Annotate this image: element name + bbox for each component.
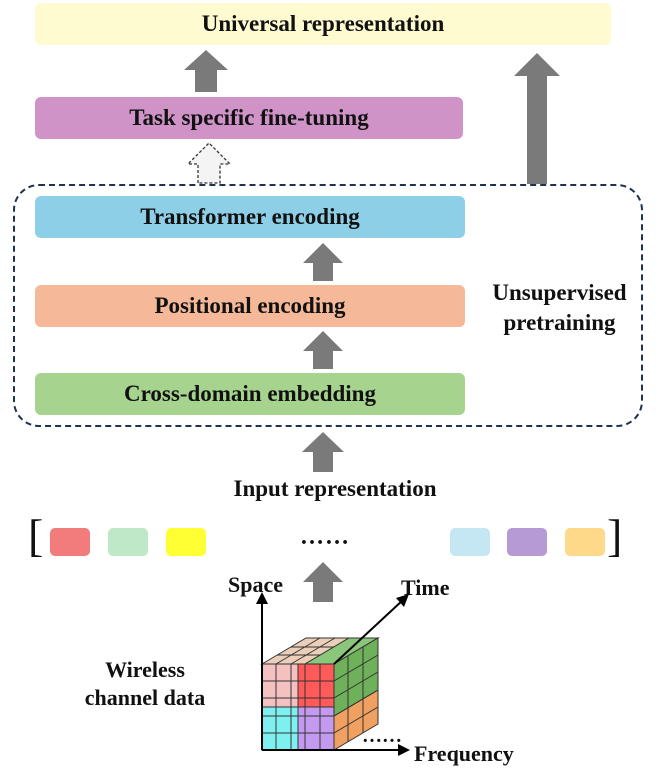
space-axis-label: Space	[228, 572, 283, 597]
frequency-axis-label: Frequency	[414, 741, 514, 766]
cross-domain-embedding-label: Cross-domain embedding	[124, 381, 376, 406]
channel-data-cube	[260, 637, 380, 751]
task-finetuning-box: Task specific fine-tuning	[35, 97, 463, 139]
wireless-label-line1: Wireless	[105, 657, 185, 682]
token-5	[507, 528, 547, 556]
frequency-ellipsis: ……	[362, 725, 402, 747]
cross-domain-embedding-box: Cross-domain embedding	[35, 373, 465, 415]
task-finetuning-label: Task specific fine-tuning	[129, 105, 369, 130]
time-axis-label: Time	[401, 575, 450, 600]
open-bracket: [	[28, 510, 44, 561]
close-bracket: ]	[607, 510, 623, 561]
cube-axes	[261, 599, 404, 751]
arrow-finetune-to-universal	[184, 50, 228, 92]
space-axis-arrowhead	[256, 592, 268, 604]
transformer-encoding-label: Transformer encoding	[140, 204, 360, 229]
input-representation-label: Input representation	[233, 476, 437, 501]
universal-representation-box: Universal representation	[35, 3, 611, 45]
positional-encoding-label: Positional encoding	[154, 293, 346, 318]
time-axis-line	[333, 599, 404, 665]
token-1	[50, 528, 90, 556]
time-axis-arrowhead	[396, 594, 409, 607]
wireless-channel-data-label: Wireless channel data	[55, 656, 235, 712]
token-2	[108, 528, 148, 556]
token-4	[450, 528, 490, 556]
pretraining-label-line1: Unsupervised	[492, 280, 627, 305]
arrow-positional-to-transformer	[303, 243, 343, 281]
pretraining-dashed-frame	[13, 184, 643, 427]
transformer-encoding-box: Transformer encoding	[35, 196, 465, 238]
wireless-label-line2: channel data	[84, 685, 206, 710]
token-3	[166, 528, 206, 556]
arrow-data-to-input	[303, 562, 343, 602]
arrow-embedding-to-positional	[303, 331, 343, 369]
pretraining-label-line2: pretraining	[503, 310, 616, 335]
arrow-transformer-to-finetune-dashed	[186, 142, 232, 184]
universal-representation-label: Universal representation	[201, 11, 445, 36]
arrow-pretraining-to-universal	[514, 53, 560, 184]
token-6	[565, 528, 605, 556]
unsupervised-pretraining-label: Unsupervised pretraining	[472, 278, 647, 338]
positional-encoding-box: Positional encoding	[35, 285, 465, 327]
frequency-axis-arrowhead	[398, 744, 410, 756]
arrow-input-to-embedding	[302, 432, 344, 472]
sequence-ellipsis: ……	[300, 524, 350, 550]
